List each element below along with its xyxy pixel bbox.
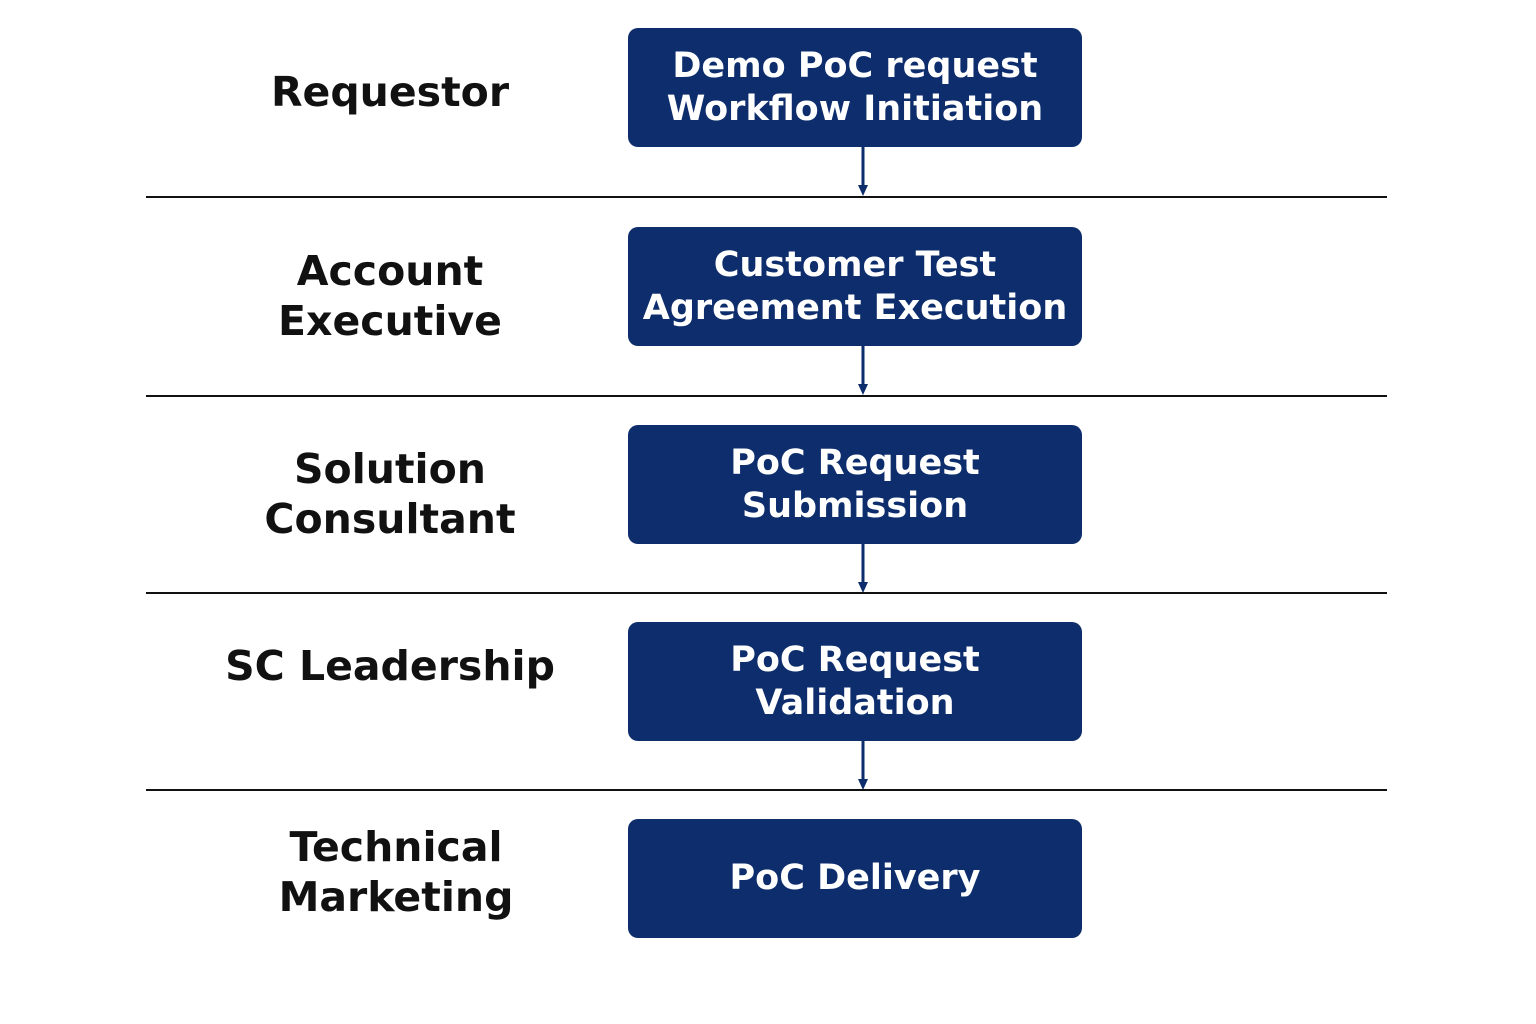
step-box-agreement-execution: Customer Test Agreement Execution [628,227,1082,346]
step-box-line: Validation [755,682,955,723]
lane-divider [146,789,1387,791]
lane-label-line: Account [296,247,484,295]
arrow-connector [858,741,868,790]
lane-divider [146,395,1387,397]
step-box-line: PoC Request [730,442,980,483]
lane-label-line: Consultant [264,495,516,543]
lane-label-line: Executive [278,297,502,345]
arrow-connector [858,147,868,196]
step-box-line: Demo PoC request [672,45,1038,86]
step-box-request-submission: PoC Request Submission [628,425,1082,544]
step-box-workflow-initiation: Demo PoC request Workflow Initiation [628,28,1082,147]
step-box-line: Customer Test [713,244,997,285]
lane-label-line: Marketing [278,873,514,921]
lane-label-line: Technical [289,823,503,871]
lane-label-technical-marketing: Technical Marketing [206,822,586,922]
step-box-line: Submission [741,485,969,526]
step-box-line: Agreement Execution [642,287,1068,328]
step-box-line: Workflow Initiation [666,88,1044,129]
lane-label-requestor: Requestor [200,62,580,122]
lane-label-account-executive: Account Executive [200,246,580,346]
lane-label-line: Requestor [270,68,510,116]
step-box-line: PoC Request [730,639,980,680]
lane-label-sc-leadership: SC Leadership [200,636,580,696]
lane-label-line: SC Leadership [225,642,555,690]
step-box-request-validation: PoC Request Validation [628,622,1082,741]
arrow-connector [858,346,868,395]
lane-divider [146,592,1387,594]
step-box-poc-delivery: PoC Delivery [628,819,1082,938]
step-box-line: PoC Delivery [729,858,981,898]
lane-label-solution-consultant: Solution Consultant [200,444,580,544]
arrow-connector [858,544,868,593]
lane-divider [146,196,1387,198]
lane-label-line: Solution [294,445,486,493]
